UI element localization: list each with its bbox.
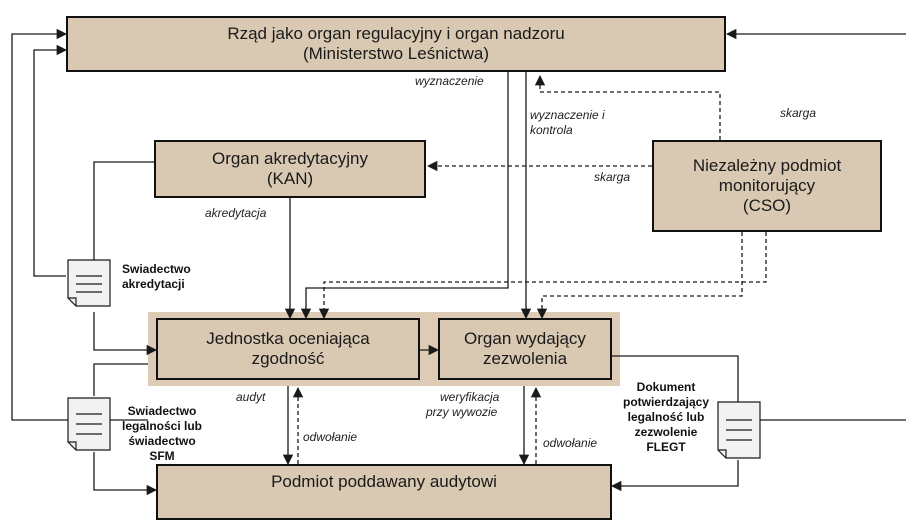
flegt-doc-caption: Dokument potwierdzający legalność lub ze…: [614, 380, 718, 455]
government-line1: Rząd jako organ regulacyjny i organ nadz…: [227, 24, 565, 43]
legal-cert-line1: Swiadectwo: [127, 404, 197, 418]
edge-cso-unit: [318, 232, 767, 320]
flegt-line4: zezwolenie: [634, 425, 698, 439]
legal-cert-line3: świadectwo: [128, 434, 196, 448]
edge-cert-unit: [93, 312, 158, 356]
monitoring-box: Niezależny podmiot monitorujący (CSO): [652, 140, 882, 232]
label-verification-2: przy wywozie: [426, 405, 498, 419]
auditee-box: Podmiot poddawany audytowi: [156, 464, 612, 520]
permit-line1: Organ wydający: [464, 329, 586, 348]
edge-left-outer: [11, 28, 148, 421]
legal-cert-line2: legalności lub: [121, 419, 202, 433]
permit-line2: zezwolenia: [482, 349, 568, 368]
edge-legal-auditee: [93, 452, 158, 496]
label-designation-control-2: kontrola: [530, 123, 573, 137]
label-audit: audyt: [236, 390, 266, 404]
edge-legal-cert: [93, 363, 148, 396]
auditee-label: Podmiot poddawany audytowi: [271, 472, 497, 491]
label-designation: wyznaczenie: [415, 74, 484, 88]
flegt-doc-icon: [717, 401, 761, 459]
flegt-line3: legalność lub: [627, 410, 705, 424]
edge-permit-flegt: [612, 355, 739, 402]
accreditation-cert-caption: Swiadectwo akredytacji: [122, 262, 191, 292]
legality-cert-caption: Swiadectwo legalności lub świadectwo SFM: [114, 404, 210, 464]
label-verification-1: weryfikacja: [440, 390, 500, 404]
legality-cert-icon: [67, 397, 111, 451]
label-complaint-mid: skarga: [594, 170, 631, 184]
flegt-line2: potwierdzający: [622, 395, 710, 409]
edge-complaint-gov: [534, 74, 721, 140]
government-box: Rząd jako organ regulacyjny i organ nadz…: [66, 16, 726, 72]
legal-cert-line4: SFM: [149, 449, 175, 463]
edge-cert-to-gov: [33, 44, 68, 277]
cso-line1: Niezależny podmiot: [692, 156, 842, 175]
label-designation-control-1: wyznaczenie i: [530, 108, 605, 122]
label-complaint-top: skarga: [780, 106, 817, 120]
label-appeal-right: odwołanie: [543, 436, 598, 450]
flegt-line5: FLEGT: [646, 440, 686, 454]
label-appeal-left: odwołanie: [303, 430, 358, 444]
edge-kan-cert: [93, 161, 154, 260]
kan-line2: (KAN): [266, 169, 314, 188]
label-accreditation: akredytacja: [205, 206, 267, 220]
edge-designation: [300, 72, 509, 320]
kan-line1: Organ akredytacyjny: [212, 149, 368, 168]
document-icons: [67, 259, 761, 459]
cso-line3: (CSO): [742, 196, 792, 215]
edge-cso-permit: [536, 232, 743, 320]
permit-authority-box: Organ wydający zezwolenia: [438, 318, 612, 380]
accreditation-body-box: Organ akredytacyjny (KAN): [154, 140, 426, 198]
conformity-unit-box: Jednostka oceniająca zgodność: [156, 318, 420, 380]
flegt-line1: Dokument: [636, 380, 696, 394]
unit-line1: Jednostka oceniająca: [206, 329, 370, 348]
government-line2: (Ministerstwo Leśnictwa): [302, 44, 490, 63]
acc-cert-line1: Swiadectwo: [122, 262, 191, 276]
edge-flegt-auditee: [610, 460, 739, 492]
cso-line2: monitorujący: [718, 176, 816, 195]
acc-cert-line2: akredytacji: [122, 277, 185, 291]
accreditation-cert-icon: [67, 259, 111, 307]
unit-line2: zgodność: [251, 349, 325, 368]
